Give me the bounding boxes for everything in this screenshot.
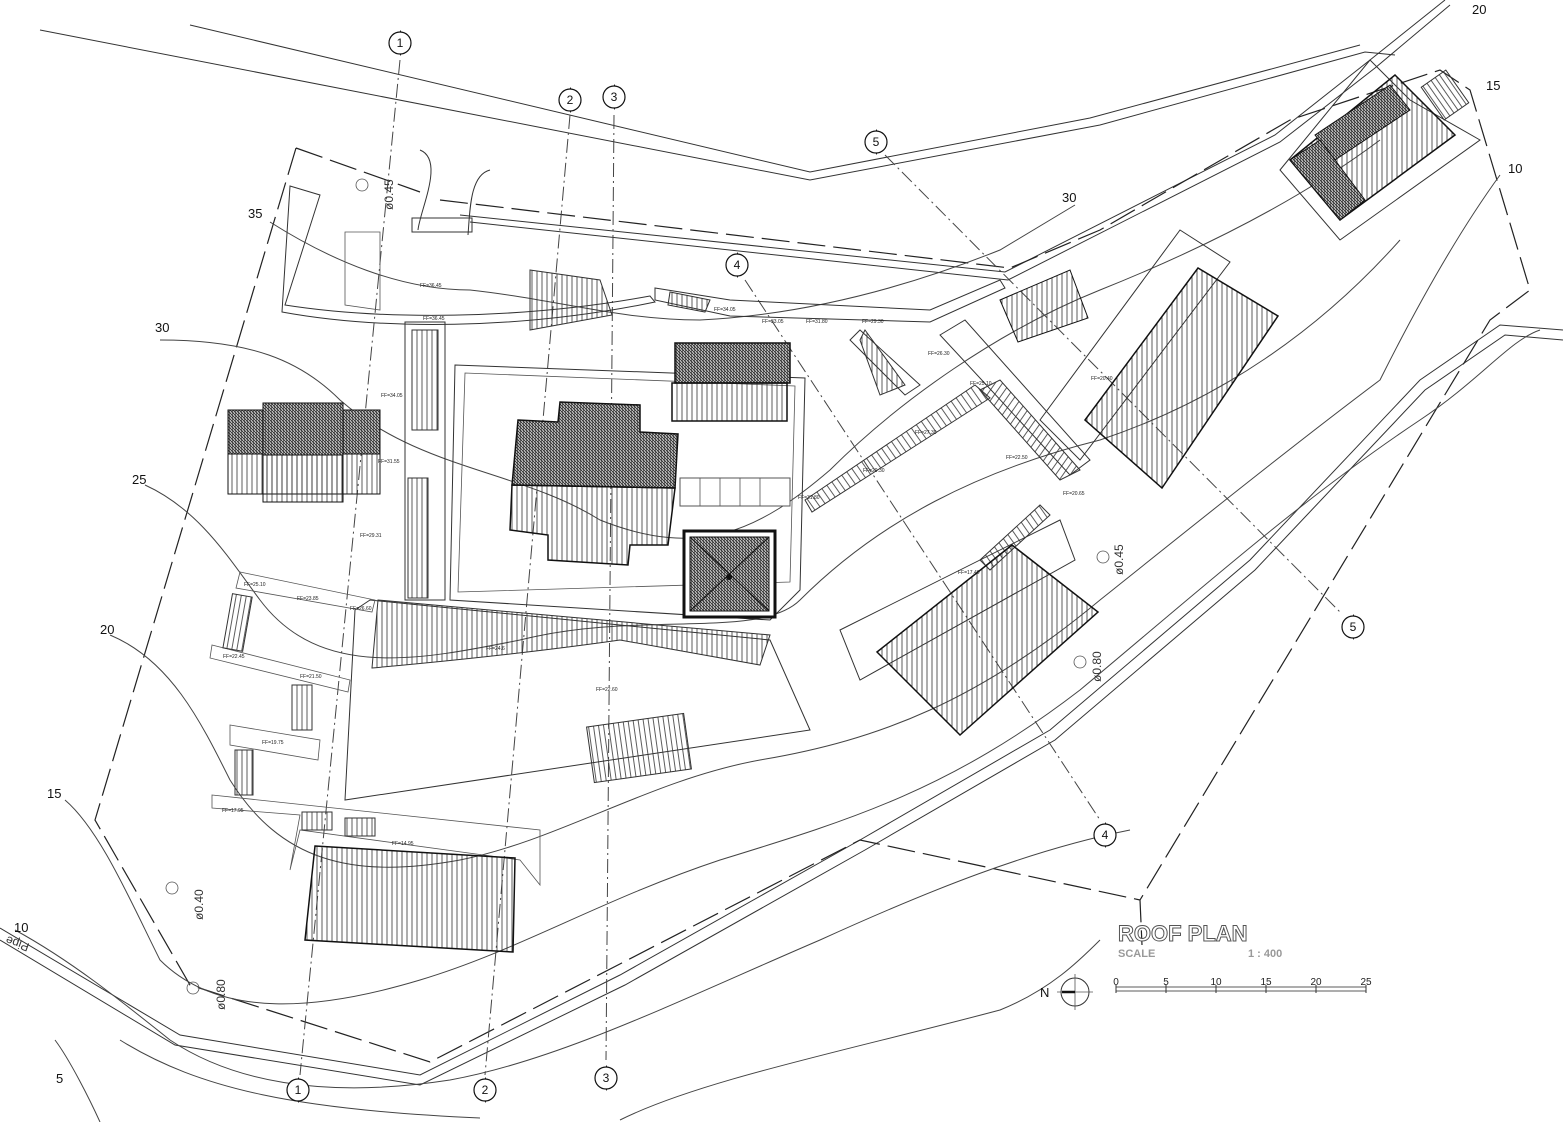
pipe-label: ø0.80 bbox=[214, 979, 228, 1010]
section-marker-5-bottom[interactable]: 5 bbox=[1341, 614, 1365, 640]
contour-label: 30 bbox=[155, 320, 169, 335]
floor-level-label: FF=33.05 bbox=[762, 319, 784, 325]
contour-label: 20 bbox=[100, 622, 114, 637]
section-marker-1-bottom[interactable]: 1 bbox=[286, 1077, 310, 1103]
svg-text:2: 2 bbox=[567, 93, 574, 107]
svg-text:2: 2 bbox=[482, 1083, 489, 1097]
floor-level-label: FF=34.05 bbox=[714, 307, 736, 313]
roof-deck bbox=[371, 599, 771, 669]
section-marker-2-top[interactable]: 2 bbox=[558, 87, 582, 113]
floor-level-label: FF=19.75 bbox=[262, 740, 284, 746]
svg-text:3: 3 bbox=[603, 1071, 610, 1085]
floor-level-label: FF=36.45 bbox=[420, 283, 442, 289]
scale-label: SCALE bbox=[1118, 948, 1155, 960]
contour-label: 10 bbox=[1508, 161, 1522, 176]
floor-level-label: FF=27.30 bbox=[915, 430, 937, 436]
contour-label: 30 bbox=[1062, 190, 1076, 205]
roof-west-pavilion bbox=[227, 402, 381, 503]
scale-value: 1 : 400 bbox=[1248, 948, 1282, 960]
roof-east-lower bbox=[875, 544, 1100, 737]
section-marker-4-bottom[interactable]: 4 bbox=[1093, 822, 1117, 848]
svg-text:10: 10 bbox=[1210, 977, 1222, 988]
contour-lines bbox=[14, 139, 1541, 1122]
north-arrow-icon: N bbox=[1040, 974, 1093, 1010]
section-marker-3-top[interactable]: 3 bbox=[602, 84, 626, 110]
pipe-label: ø0.45 bbox=[1112, 544, 1126, 575]
floor-level-label: FF=22.60 bbox=[596, 687, 618, 693]
svg-text:3: 3 bbox=[611, 90, 618, 104]
roof-northeast-pavilion bbox=[1288, 73, 1457, 222]
floor-level-label: FF=22.50 bbox=[1006, 455, 1028, 461]
svg-text:0: 0 bbox=[1113, 977, 1119, 988]
floor-level-label: FF=24.6 bbox=[486, 646, 505, 652]
svg-text:4: 4 bbox=[734, 258, 741, 272]
svg-text:15: 15 bbox=[1260, 977, 1272, 988]
section-marker-2-bottom[interactable]: 2 bbox=[473, 1077, 497, 1103]
roofs bbox=[227, 73, 1457, 953]
floor-level-label: FF=29.30 bbox=[862, 319, 884, 325]
drawing-title: ROOF PLAN bbox=[1118, 921, 1248, 946]
floor-level-label: FF=22.45 bbox=[223, 654, 245, 660]
section-marker-3-bottom[interactable]: 3 bbox=[594, 1065, 618, 1091]
floor-level-label: FF=34.05 bbox=[381, 393, 403, 399]
floor-level-label: FF=29.31 bbox=[360, 533, 382, 539]
north-label: N bbox=[1040, 985, 1049, 1000]
site-circles bbox=[165, 178, 1110, 995]
property-boundary bbox=[94, 69, 1531, 1063]
contour-label: 25 bbox=[132, 472, 146, 487]
roof-small-south bbox=[586, 712, 692, 784]
floor-level-tags: FF=36.45 FF=36.45 FF=34.05 FF=33.05 FF=3… bbox=[222, 283, 1113, 847]
floor-level-label: FF=26.60 bbox=[350, 606, 372, 612]
contour-label: 5 bbox=[56, 1071, 63, 1086]
svg-text:25: 25 bbox=[1360, 977, 1372, 988]
svg-text:1: 1 bbox=[397, 36, 404, 50]
floor-level-label: FF=26.30 bbox=[928, 351, 950, 357]
contour-label: 15 bbox=[47, 786, 61, 801]
svg-text:1: 1 bbox=[295, 1083, 302, 1097]
road-top bbox=[39, 0, 1451, 281]
roof-pyramid bbox=[682, 529, 777, 619]
contour-label: 20 bbox=[1472, 2, 1486, 17]
floor-level-label: FF=21.50 bbox=[300, 674, 322, 680]
floor-level-label: FF=20.40 bbox=[1091, 376, 1113, 382]
floor-level-label: FF=29.30 bbox=[863, 468, 885, 474]
contour-label: 15 bbox=[1486, 78, 1500, 93]
floor-level-label: FF=31.80 bbox=[798, 495, 820, 501]
svg-text:5: 5 bbox=[1350, 620, 1357, 634]
floor-level-label: FF=25.10 bbox=[244, 582, 266, 588]
floor-level-label: FF=31.80 bbox=[806, 319, 828, 325]
pipe-text: Pipe bbox=[3, 933, 31, 954]
pipe-label: ø0.80 bbox=[1090, 651, 1104, 682]
roof-main-house bbox=[509, 401, 791, 566]
floor-level-label: FF=17.95 bbox=[222, 808, 244, 814]
scale-bar: 0 5 10 15 20 25 bbox=[1113, 977, 1372, 993]
contour-label: 10 bbox=[14, 920, 28, 935]
floor-level-label: FF=17.40 bbox=[958, 570, 980, 576]
pipe-label: ø0.40 bbox=[192, 889, 206, 920]
floor-level-label: FF=20.65 bbox=[1063, 491, 1085, 497]
pipe-label: ø0.45 bbox=[382, 179, 396, 210]
roof-south-pavilion bbox=[304, 845, 516, 953]
roof-north-wing bbox=[671, 342, 791, 422]
section-marker-4-top[interactable]: 4 bbox=[725, 252, 749, 278]
contour-label: 35 bbox=[248, 206, 262, 221]
svg-text:5: 5 bbox=[873, 135, 880, 149]
svg-text:20: 20 bbox=[1310, 977, 1322, 988]
section-marker-5-top[interactable]: 5 bbox=[864, 129, 888, 155]
section-marker-1-top[interactable]: 1 bbox=[388, 30, 412, 56]
roof-east-long bbox=[1083, 267, 1280, 490]
floor-level-label: FF=31.55 bbox=[378, 459, 400, 465]
floor-level-label: FF=25.10 bbox=[970, 381, 992, 387]
svg-text:5: 5 bbox=[1163, 977, 1169, 988]
floor-level-label: FF=23.85 bbox=[297, 596, 319, 602]
site-structures bbox=[209, 59, 1481, 887]
svg-text:4: 4 bbox=[1102, 828, 1109, 842]
roof-small-east bbox=[999, 269, 1089, 343]
title-block: ROOF PLAN SCALE 1 : 400 N 0 5 10 15 20 2… bbox=[1040, 921, 1372, 1010]
floor-level-label: FF=36.45 bbox=[423, 316, 445, 322]
floor-level-label: FF=14.95 bbox=[392, 841, 414, 847]
